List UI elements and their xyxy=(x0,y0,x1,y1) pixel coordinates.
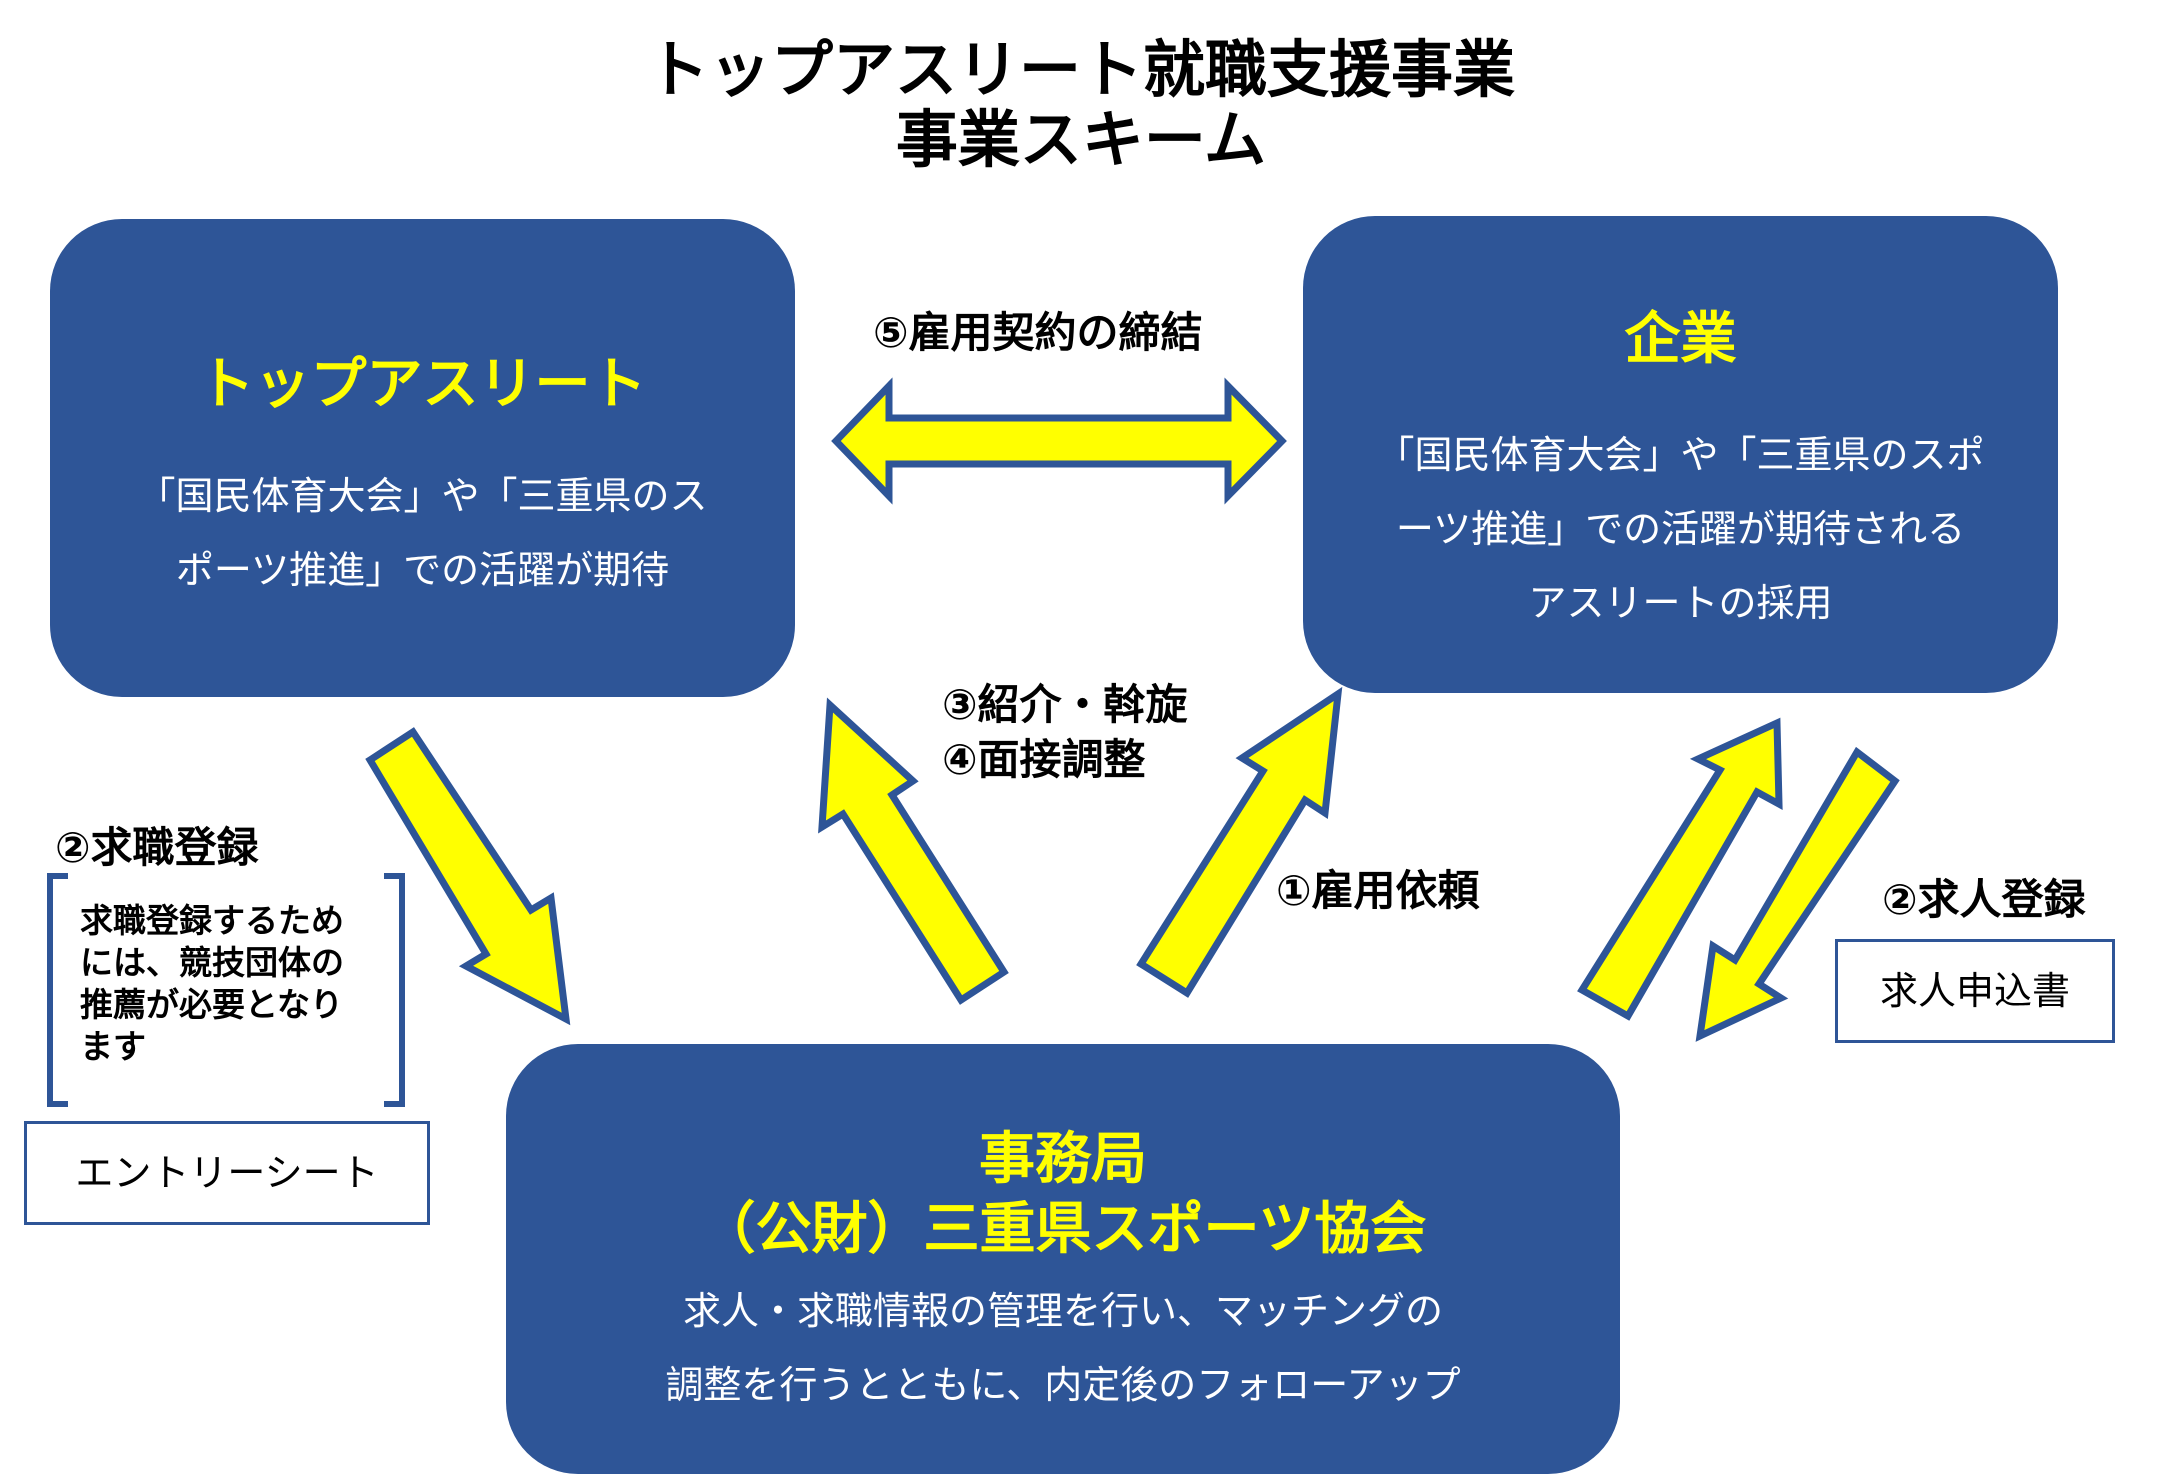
company-to-secretariat-arrow xyxy=(1695,746,1900,1042)
contract-double-arrow xyxy=(831,377,1287,505)
athlete-box: トップアスリート 「国民体育大会」や「三重県のス ポーツ推進」での活躍が期待 xyxy=(50,219,795,697)
athlete-to-secretariat-arrow xyxy=(365,727,571,1026)
label-job-offer: ②求人登録 xyxy=(1882,875,2086,924)
secretariat-desc-line-2: 調整を行うとともに、内定後のフォローアップ xyxy=(665,1363,1461,1407)
secretariat-to-company-right-arrow xyxy=(1577,717,1783,1021)
title-line-1: トップアスリート就職支援事業 xyxy=(646,33,1515,106)
company-description: 「国民体育大会」や「三重県のスポ ーツ推進」での活躍が期待される アスリートの採… xyxy=(1303,418,2058,640)
athlete-description: 「国民体育大会」や「三重県のス ポーツ推進」での活躍が期待 xyxy=(50,459,795,607)
company-desc-line-2: ーツ推進」での活躍が期待される xyxy=(1395,507,1966,551)
label-contract: ⑤雇用契約の締結 xyxy=(873,308,1203,357)
label-introduce: ③紹介・斡旋 xyxy=(942,680,1188,729)
job-seek-note-line-2: には、競技団体の xyxy=(80,943,344,982)
company-heading: 企業 xyxy=(1624,307,1737,372)
job-seek-note-line-1: 求職登録するため xyxy=(80,901,344,940)
secretariat-to-athlete-arrow xyxy=(818,697,1009,1005)
title-line-2: 事業スキーム xyxy=(895,103,1267,176)
label-hire-request: ①雇用依頼 xyxy=(1276,866,1480,915)
secretariat-to-company-arrow xyxy=(1136,686,1343,998)
entry-sheet-box: エントリーシート xyxy=(24,1121,430,1225)
company-box: 企業 「国民体育大会」や「三重県のスポ ーツ推進」での活躍が期待される アスリー… xyxy=(1303,216,2058,693)
athlete-desc-line-2: ポーツ推進」での活躍が期待 xyxy=(175,548,670,592)
athlete-heading: トップアスリート xyxy=(198,352,647,417)
secretariat-description: 求人・求職情報の管理を行い、マッチングの 調整を行うとともに、内定後のフォローア… xyxy=(506,1274,1620,1422)
label-interview: ④面接調整 xyxy=(942,735,1146,784)
secretariat-desc-line-1: 求人・求職情報の管理を行い、マッチングの xyxy=(682,1289,1443,1333)
label-job-seek: ②求職登録 xyxy=(55,823,259,872)
secretariat-box: 事務局 （公財）三重県スポーツ協会 求人・求職情報の管理を行い、マッチングの 調… xyxy=(506,1044,1620,1474)
athlete-desc-line-1: 「国民体育大会」や「三重県のス xyxy=(137,474,708,518)
company-desc-line-3: アスリートの採用 xyxy=(1528,581,1833,625)
company-desc-line-1: 「国民体育大会」や「三重県のスポ xyxy=(1376,433,1985,477)
note-brackets xyxy=(47,873,405,1107)
job-seek-note-line-4: ます xyxy=(80,1027,146,1066)
application-form-box: 求人申込書 xyxy=(1835,939,2115,1043)
secretariat-heading-1: 事務局 xyxy=(979,1127,1147,1192)
job-seek-note: 求職登録するため には、競技団体の 推薦が必要となり ます xyxy=(80,900,344,1068)
secretariat-heading-2: （公財）三重県スポーツ協会 xyxy=(699,1197,1427,1262)
job-seek-note-line-3: 推薦が必要となり xyxy=(80,985,344,1024)
